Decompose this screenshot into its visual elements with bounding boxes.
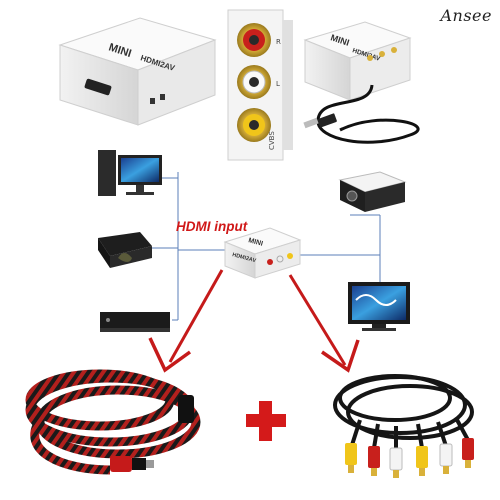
rca-jack-red (237, 23, 271, 57)
arrow-to-hdmi-cable-icon (148, 269, 224, 373)
hdmi-input-label: HDMI input (176, 219, 248, 234)
tv-icon (348, 282, 410, 331)
plus-icon (246, 401, 286, 441)
arrow-to-rca-cable-icon (288, 274, 360, 373)
converter-box-top: MINI HDMI2AV (58, 17, 217, 126)
converter-box-center: MINI HDMI2AV (223, 227, 302, 279)
brand-logo: Ansee (440, 6, 492, 25)
game-console-icon (98, 232, 152, 268)
set-top-box-icon (100, 312, 170, 332)
hdmi-port-icon (84, 78, 112, 96)
rca-panel: R L CVBS (227, 9, 293, 161)
usb-cable-icon (316, 84, 420, 144)
usb-port-icon (150, 98, 155, 104)
connection-lines (150, 172, 381, 321)
rca-cable-icon (333, 374, 474, 478)
hdmi-cable-icon (25, 369, 201, 475)
converter-box-side: MINI HDMI2AV (303, 21, 420, 144)
rca-jack-white (237, 65, 271, 99)
box-center-logo: MINI (247, 237, 263, 248)
rca-r-label: R (276, 38, 281, 46)
projector-icon (338, 171, 407, 212)
rca-jack-yellow (237, 108, 271, 142)
monitor-pc-icon (98, 150, 162, 196)
rca-video-label: CVBS (268, 131, 276, 150)
rca-l-label: L (276, 80, 280, 88)
switch-icon (160, 94, 165, 100)
